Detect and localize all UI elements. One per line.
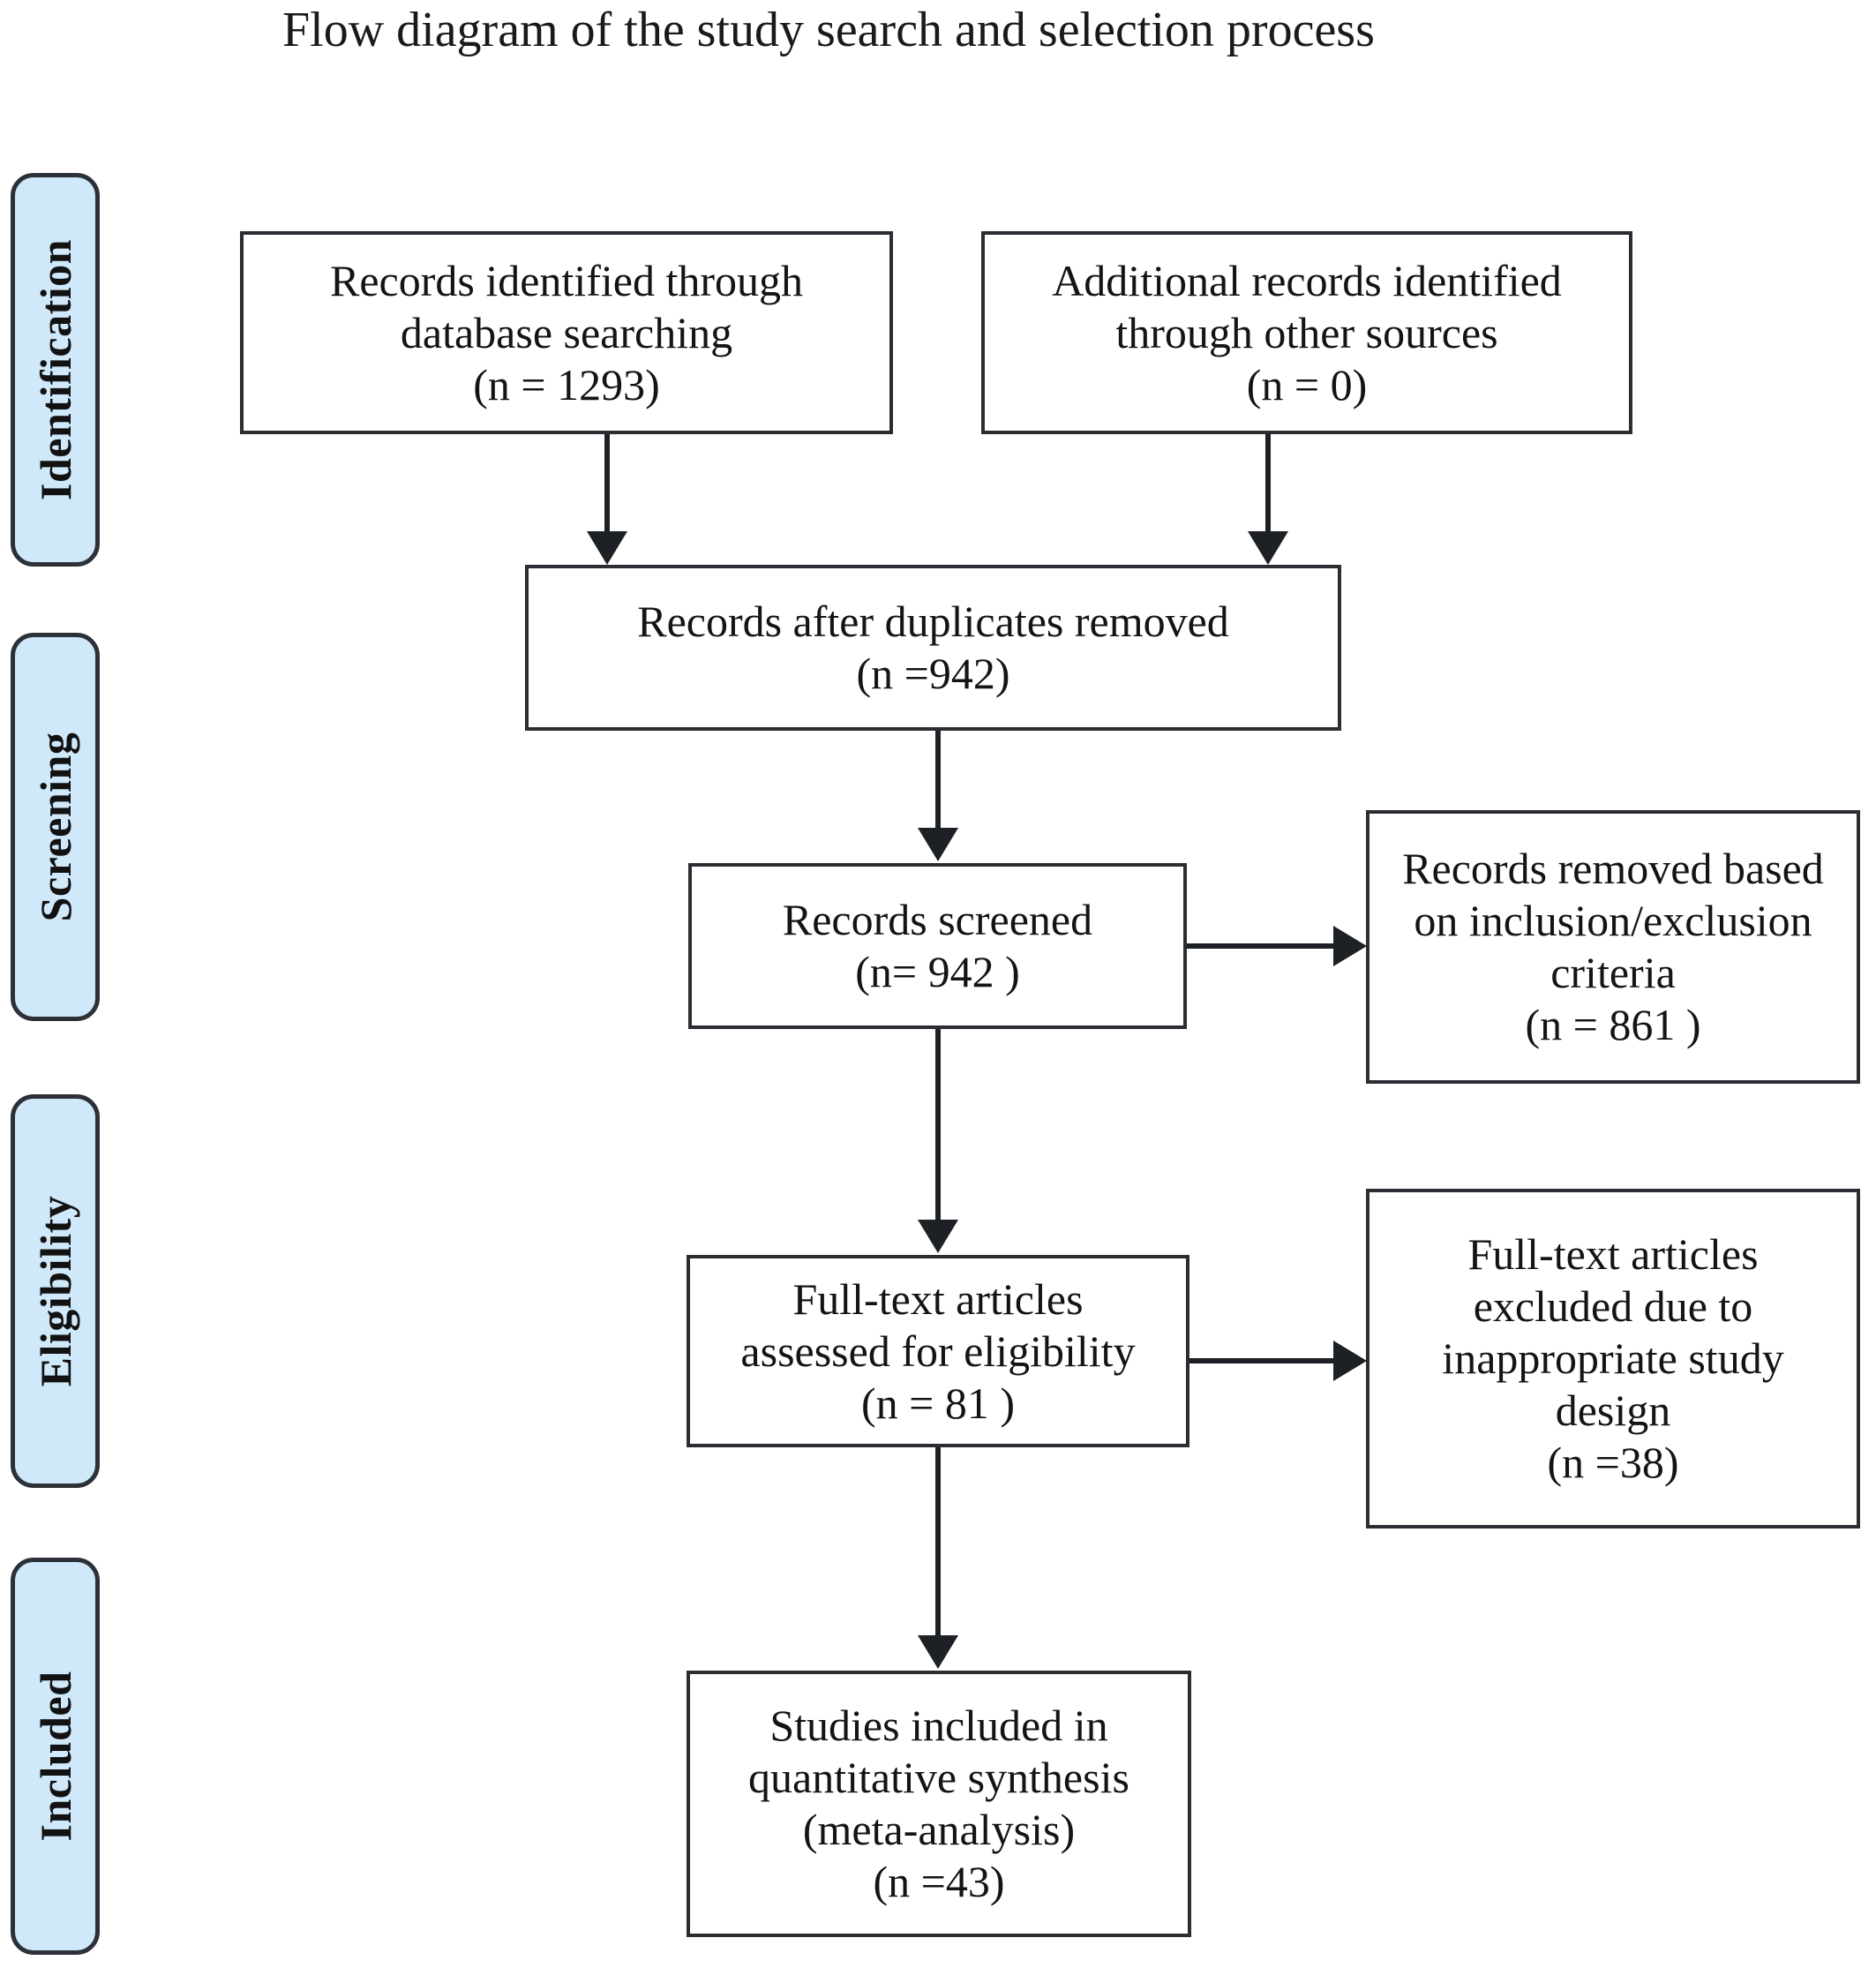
stage-label-identification: Identification	[30, 239, 80, 500]
box-fulltext-excluded: Full-text articles excluded due to inapp…	[1366, 1189, 1860, 1529]
stage-pill-included: Included	[11, 1558, 100, 1955]
arrowhead-screened-to-fulltext	[918, 1220, 958, 1253]
box-additional-records-text: Additional records identified through ot…	[1052, 255, 1562, 409]
connector-duplicates-to-screened	[935, 731, 941, 830]
stage-label-screening: Screening	[30, 732, 80, 922]
connector-fulltext-to-excluded	[1189, 1358, 1335, 1363]
stage-label-eligibility: Eligibility	[30, 1195, 80, 1387]
box-after-duplicates-text: Records after duplicates removed (n =942…	[637, 597, 1229, 698]
box-additional-records: Additional records identified through ot…	[981, 231, 1632, 434]
arrowhead-fulltext-to-included	[918, 1635, 958, 1669]
page-title: Flow diagram of the study search and sel…	[282, 3, 1375, 57]
arrowhead-identified-to-duplicates	[587, 531, 627, 565]
stage-pill-identification: Identification	[11, 173, 100, 567]
arrowhead-fulltext-to-excluded	[1333, 1341, 1367, 1381]
box-records-removed-text: Records removed based on inclusion/exclu…	[1402, 844, 1824, 1049]
connector-screened-to-fulltext	[935, 1029, 941, 1221]
stage-pill-eligibility: Eligibility	[11, 1094, 100, 1488]
box-after-duplicates: Records after duplicates removed (n =942…	[525, 565, 1341, 731]
box-fulltext-assessed: Full-text articles assessed for eligibil…	[687, 1255, 1189, 1447]
arrowhead-screened-to-removed	[1333, 926, 1367, 966]
connector-fulltext-to-included	[935, 1447, 941, 1637]
connector-additional-to-duplicates	[1265, 434, 1271, 533]
box-records-identified-text: Records identified through database sear…	[330, 255, 803, 409]
box-records-screened-text: Records screened (n= 942 )	[782, 895, 1093, 996]
box-fulltext-assessed-text: Full-text articles assessed for eligibil…	[740, 1273, 1136, 1428]
box-studies-included: Studies included in quantitative synthes…	[687, 1671, 1191, 1937]
box-records-identified: Records identified through database sear…	[240, 231, 893, 434]
connector-identified-to-duplicates	[604, 434, 610, 533]
stage-pill-screening: Screening	[11, 633, 100, 1021]
box-records-screened: Records screened (n= 942 )	[688, 863, 1187, 1029]
connector-screened-to-removed	[1187, 943, 1335, 949]
stage-label-included: Included	[30, 1671, 80, 1842]
arrowhead-duplicates-to-screened	[918, 828, 958, 861]
box-records-removed: Records removed based on inclusion/exclu…	[1366, 810, 1860, 1084]
arrowhead-additional-to-duplicates	[1248, 531, 1288, 565]
box-fulltext-excluded-text: Full-text articles excluded due to inapp…	[1442, 1229, 1784, 1487]
box-studies-included-text: Studies included in quantitative synthes…	[748, 1701, 1129, 1906]
